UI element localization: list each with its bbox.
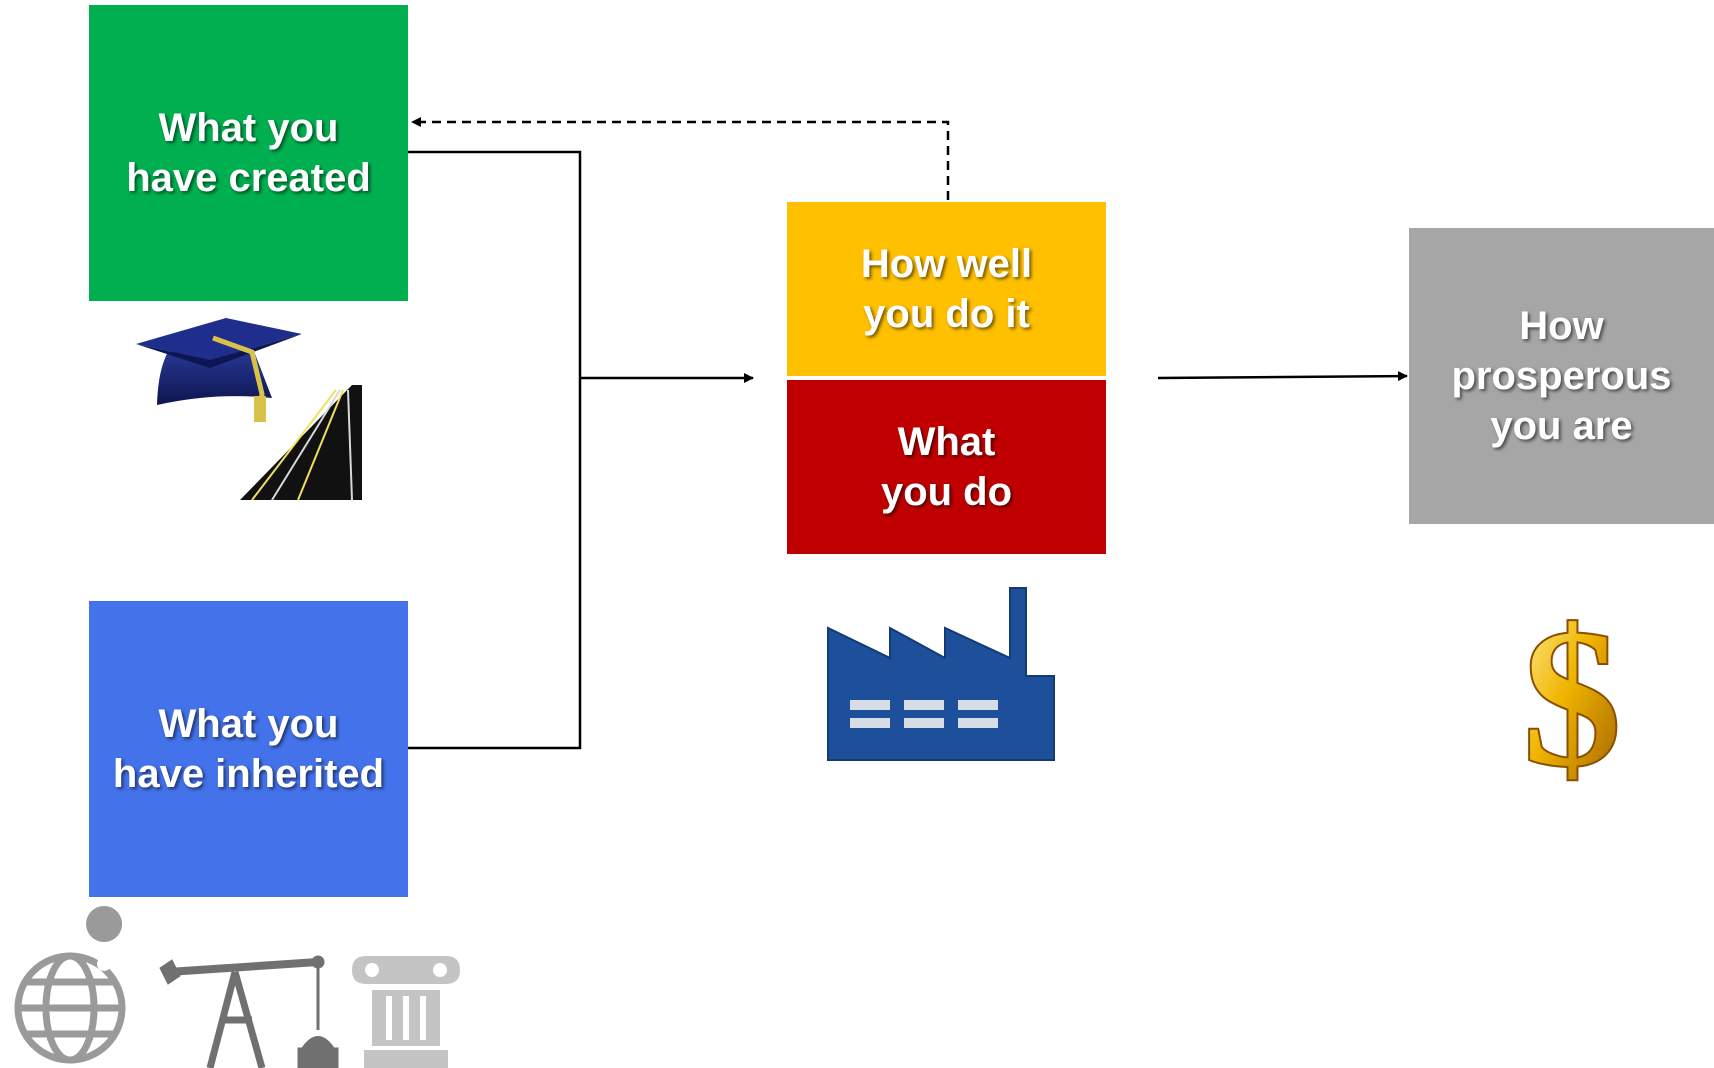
oil-pump-icon	[159, 955, 339, 1068]
box-how-prosperous-you-are: How prosperous you are	[1409, 228, 1714, 524]
arrow-to-prosperity	[1157, 371, 1408, 382]
box-created-label: What you have created	[126, 106, 371, 200]
box-inherited-label: What you have inherited	[112, 702, 385, 796]
factory-icon	[827, 587, 1055, 761]
box-howwell-label: How well you do it	[860, 242, 1033, 336]
column-icon	[352, 956, 460, 1068]
box-what-you-do: What you do	[787, 380, 1106, 554]
dashed-feedback-arrow	[411, 117, 950, 200]
box-what-you-have-inherited: What you have inherited	[89, 601, 408, 897]
box-how-well-you-do-it: How well you do it	[787, 202, 1106, 376]
dollar-sign-icon: $	[1521, 587, 1623, 810]
box-whatdo-label: What you do	[880, 420, 1013, 514]
box-what-you-have-created: What you have created	[89, 5, 408, 301]
connector-created	[408, 150, 582, 750]
box-prosper-label: How prosperous you are	[1451, 304, 1672, 448]
globe-location-icon	[14, 902, 126, 1064]
road-icon	[240, 385, 362, 501]
svg-text:$: $	[1522, 588, 1622, 809]
graduation-cap-icon	[136, 318, 302, 422]
